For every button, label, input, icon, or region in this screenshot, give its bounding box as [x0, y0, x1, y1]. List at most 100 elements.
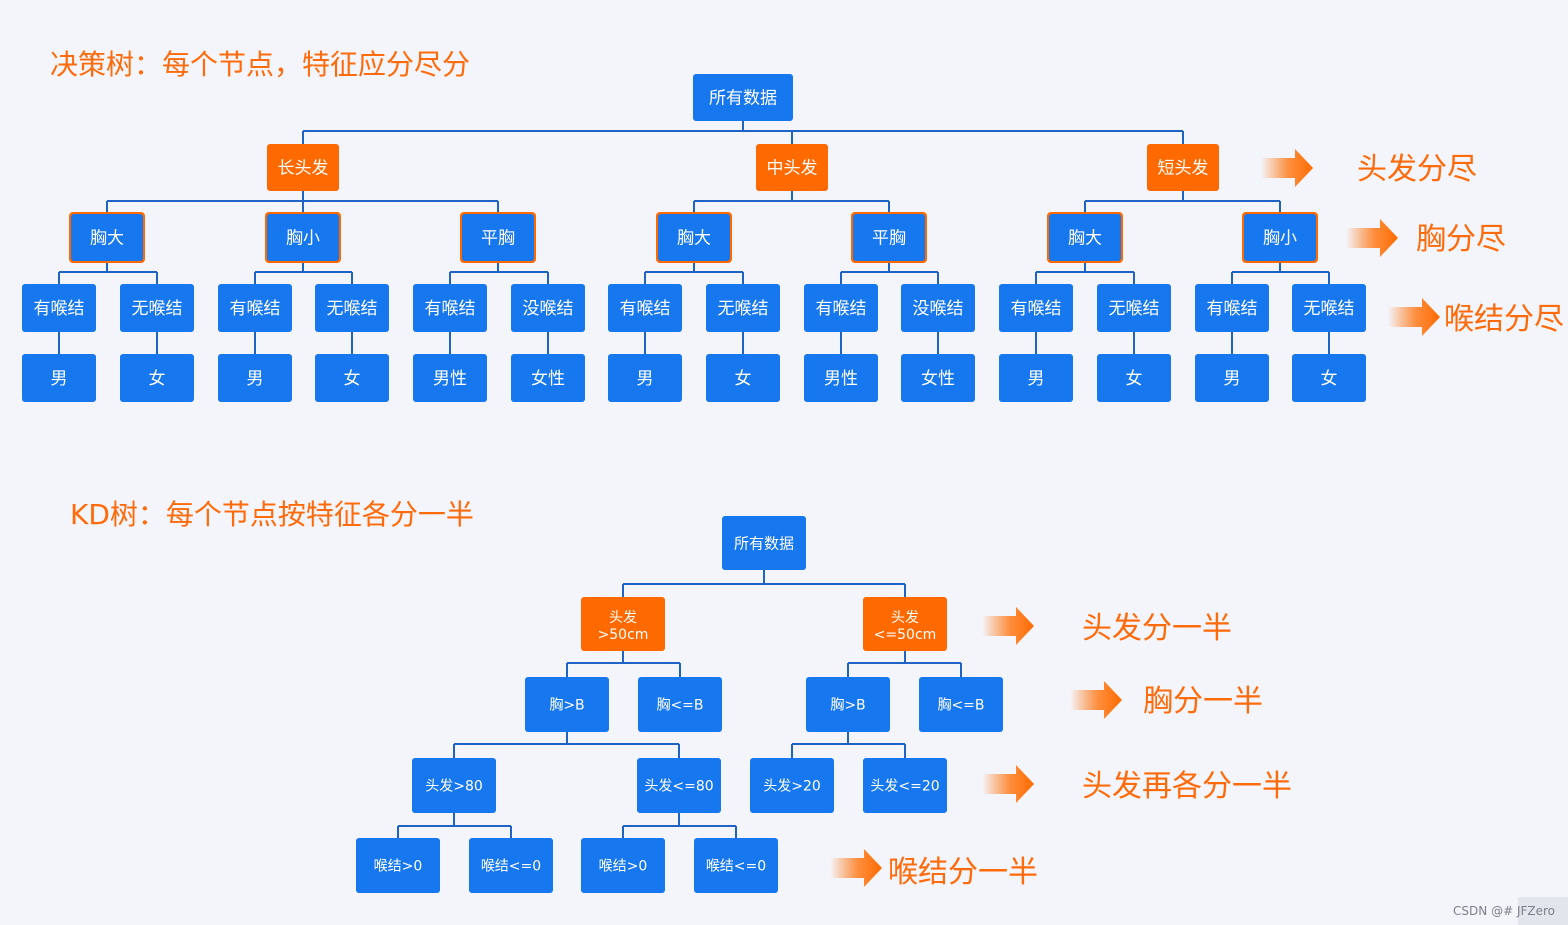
kd-hair2-node-box [412, 758, 496, 813]
dt-adam-node: 无喉结 [1292, 284, 1366, 332]
kd-adam-node-label: 喉结>0 [599, 859, 648, 875]
kd-adam-node-label: 喉结>0 [374, 859, 423, 875]
kd-chest-node-label: 胸>B [549, 698, 584, 714]
kd-arrow-adam [830, 849, 882, 887]
kd-arrow-hair2 [982, 765, 1034, 803]
dt-gender-node-box [22, 354, 96, 402]
dt-adam-node: 有喉结 [218, 284, 292, 332]
dt-adam-node-label: 有喉结 [620, 299, 671, 319]
kd-label-hair: 头发分一半 [1082, 611, 1232, 646]
kd-hair-node-box [581, 597, 665, 651]
dt-hair-node-box [267, 144, 339, 191]
kd-tree-heading: KD树：每个节点按特征各分一半 [70, 498, 474, 531]
kd-adam-node-box [469, 838, 553, 893]
dt-gender-node: 女性 [901, 354, 975, 402]
dt-chest-node-box [267, 214, 339, 261]
dt-gender-node: 男性 [413, 354, 487, 402]
dt-gender-node-box [901, 354, 975, 402]
dt-adam-node: 无喉结 [706, 284, 780, 332]
kd-hair-node-label-line1: 头发 [609, 610, 637, 626]
dt-adam-node-label: 没喉结 [523, 299, 574, 319]
dt-adam-node-box [413, 284, 487, 332]
dt-adam-node: 没喉结 [901, 284, 975, 332]
dt-gender-node-label: 女 [735, 369, 752, 389]
kd-adam-node-label: 喉结<=0 [481, 859, 541, 875]
kd-adam-node: 喉结<=0 [694, 838, 778, 893]
dt-gender-node-box [1195, 354, 1269, 402]
dt-gender-node: 女性 [511, 354, 585, 402]
kd-hair-node-box [863, 597, 947, 651]
dt-chest-connector [254, 263, 353, 284]
kd-hair2-node-box [863, 758, 947, 813]
kd-hair-connector [847, 651, 962, 677]
dt-chest-node-box [853, 214, 925, 261]
dt-adam-node-label: 有喉结 [34, 299, 85, 319]
dt-adam-node-label: 没喉结 [913, 299, 964, 319]
dt-adam-node: 有喉结 [1195, 284, 1269, 332]
kd-hair-connector [566, 651, 681, 677]
dt-adam-node-box [608, 284, 682, 332]
dt-chest-node-box [71, 214, 143, 261]
kd-arrow-hair [982, 607, 1034, 645]
kd-label-hair2: 头发再各分一半 [1082, 769, 1292, 804]
dt-hair-node-label: 短头发 [1158, 159, 1209, 179]
kd-chest-node-box [525, 677, 609, 732]
dt-hair-connector [1084, 191, 1281, 213]
kd-hair-node-label-line1: 头发 [891, 610, 919, 626]
dt-gender-node: 男 [1195, 354, 1269, 402]
dt-adam-node-box [901, 284, 975, 332]
kd-label-adam: 喉结分一半 [888, 855, 1038, 890]
dt-chest-node: 胸大 [658, 214, 730, 261]
dt-chest-connector [1231, 263, 1330, 284]
dt-gender-node-box [120, 354, 194, 402]
dt-chest-connector [1035, 263, 1135, 284]
dt-label-adam: 喉结分尽 [1444, 302, 1564, 337]
dt-gender-node-box [804, 354, 878, 402]
dt-gender-node-label: 男 [51, 369, 68, 389]
kd-hair2-node: 头发>20 [750, 758, 834, 813]
dt-adam-node: 无喉结 [315, 284, 389, 332]
kd-chest-node: 胸<=B [638, 677, 722, 732]
dt-arrow-hair [1261, 149, 1313, 187]
dt-chest-node: 胸小 [1244, 214, 1316, 261]
kd-chest-node-box [919, 677, 1003, 732]
dt-adam-node: 有喉结 [22, 284, 96, 332]
dt-chest-node: 胸大 [71, 214, 143, 261]
kd-chest-node-label: 胸<=B [937, 698, 984, 714]
dt-gender-node: 男 [608, 354, 682, 402]
dt-adam-node: 没喉结 [511, 284, 585, 332]
kd-hair-node: 头发<=50cm [863, 597, 947, 651]
dt-label-chest: 胸分尽 [1416, 222, 1506, 257]
dt-gender-node-box [315, 354, 389, 402]
kd-chest-node: 胸>B [525, 677, 609, 732]
dt-adam-node-box [315, 284, 389, 332]
dt-gender-node-label: 男 [1028, 369, 1045, 389]
dt-chest-node-label: 胸小 [1263, 229, 1297, 249]
dt-chest-node: 胸大 [1049, 214, 1121, 261]
dt-adam-node: 有喉结 [608, 284, 682, 332]
kd-root-node-box [722, 516, 806, 570]
dt-chest-connector [644, 263, 744, 284]
dt-adam-node-label: 无喉结 [718, 299, 769, 319]
kd-chest-node: 胸<=B [919, 677, 1003, 732]
dt-hair-node-label: 长头发 [278, 159, 329, 179]
dt-gender-node-label: 男 [247, 369, 264, 389]
dt-chest-node-label: 平胸 [872, 229, 906, 249]
kd-adam-node-box [581, 838, 665, 893]
kd-hair2-node-label: 头发>20 [763, 779, 821, 795]
dt-gender-node-box [218, 354, 292, 402]
kd-hair2-connector [622, 813, 737, 838]
dt-adam-node: 无喉结 [120, 284, 194, 332]
dt-root-node-label: 所有数据 [709, 89, 777, 109]
dt-root-connector [302, 121, 1184, 144]
kd-adam-node: 喉结>0 [356, 838, 440, 893]
kd-hair-node: 头发>50cm [581, 597, 665, 651]
dt-gender-node-box [511, 354, 585, 402]
dt-gender-node-label: 女 [149, 369, 166, 389]
dt-adam-node-label: 无喉结 [1304, 299, 1355, 319]
kd-adam-node-box [356, 838, 440, 893]
dt-chest-node-label: 胸大 [1068, 229, 1102, 249]
dt-adam-node-label: 无喉结 [1109, 299, 1160, 319]
dt-gender-node-box [999, 354, 1073, 402]
kd-hair2-node-label: 头发>80 [425, 779, 483, 795]
